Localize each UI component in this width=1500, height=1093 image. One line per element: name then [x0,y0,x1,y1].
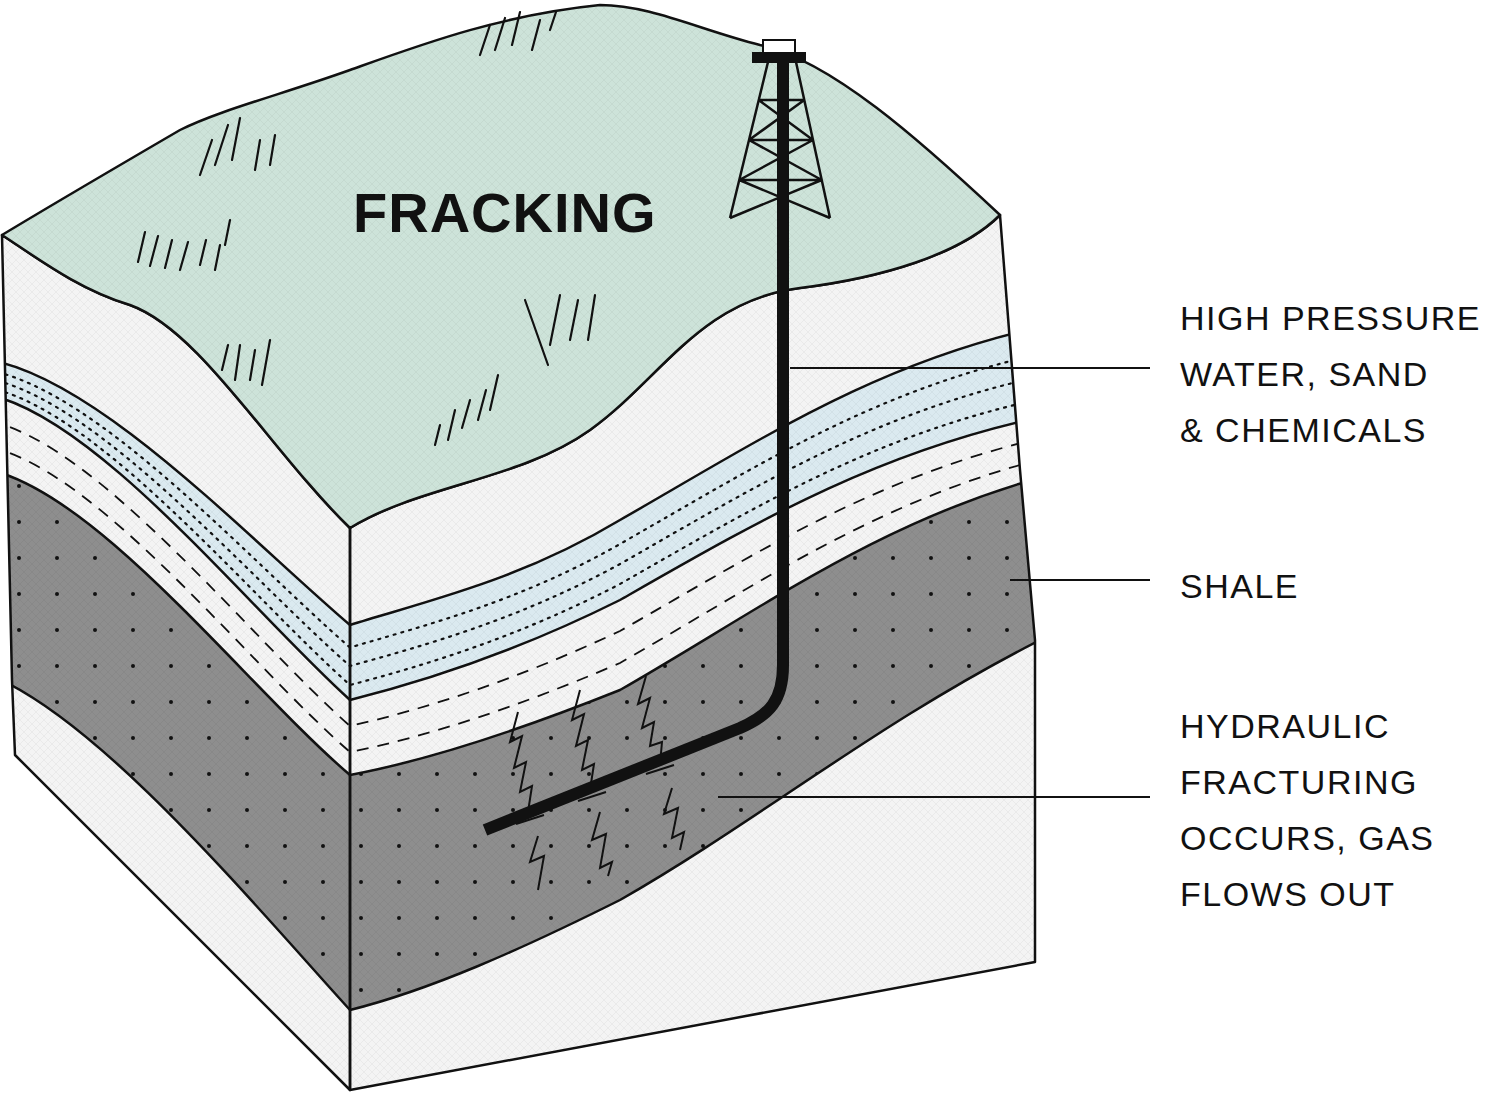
dashed-line [0,447,1050,752]
leader-lines [718,368,1150,797]
topsoil-layer [0,0,1080,1093]
callout-label: HIGH PRESSURE WATER, SAND & CHEMICALS [1180,290,1490,458]
grass-tuft [435,375,498,445]
label-holder: SHALE [1180,558,1490,614]
label-holder: HYDRAULIC FRACTURING OCCURS, GAS FLOWS O… [1180,698,1490,922]
title-holder: FRACKING [353,185,657,241]
fracture-ticks [516,765,674,824]
well-pipe [485,60,783,830]
fracture-line [510,712,544,890]
dashed-line [0,421,1050,726]
grass-tuft [138,220,230,270]
boundary-line [0,470,1050,775]
grass-tuft [200,118,275,175]
texture [0,0,1080,1093]
sediment-dashes [0,421,1050,752]
ground-surface [2,5,1000,528]
grass-tuft [525,295,595,365]
leader-line [790,367,1150,369]
boundary-line [0,635,1050,1010]
derrick-crown [763,40,795,53]
leader-line [718,796,1150,798]
callout-label: HYDRAULIC FRACTURING OCCURS, GAS FLOWS O… [1180,698,1490,922]
grass-tuft [480,12,556,55]
diagram-title: FRACKING [353,185,657,241]
strata [0,0,1080,1093]
label-holder: HIGH PRESSURE WATER, SAND & CHEMICALS [1180,290,1490,458]
leader-line [1010,579,1150,581]
callout-label: SHALE [1180,558,1490,614]
grass-tuft [222,340,270,385]
ground-texture [2,5,1000,528]
